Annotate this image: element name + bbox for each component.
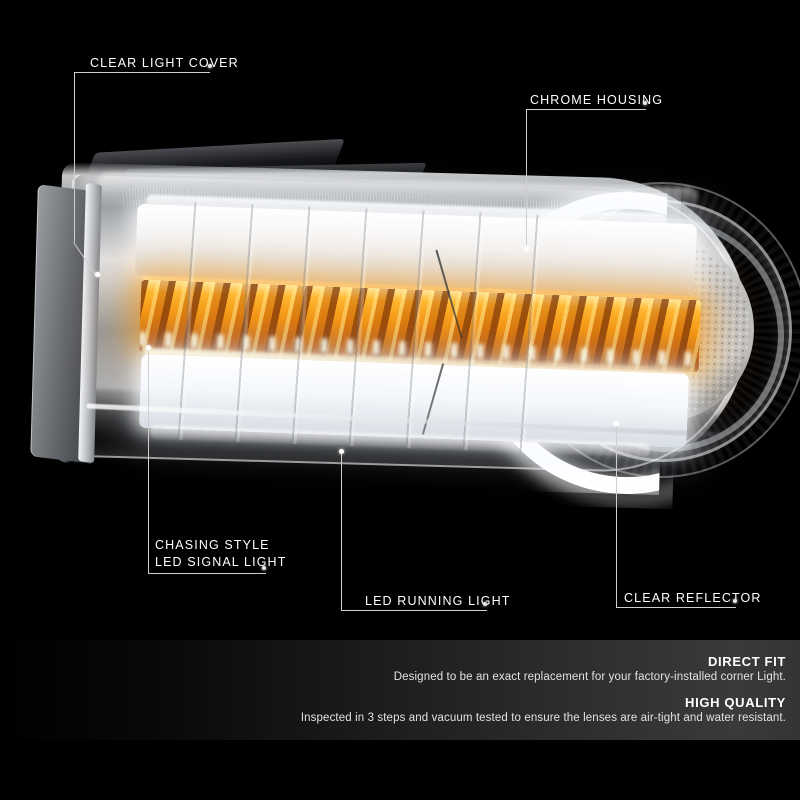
callout-dot-clear-light-cover-target	[95, 272, 100, 277]
callout-dot-led-running-light-target	[339, 449, 344, 454]
callout-dot-chrome-housing-label	[643, 101, 647, 105]
callout-label-clear-light-cover: CLEAR LIGHT COVER	[90, 56, 239, 70]
callout-leader-led-running-light-h	[341, 610, 487, 611]
callout-dot-clear-reflector-target	[614, 421, 619, 426]
feature-heading-direct-fit: DIRECT FIT	[708, 654, 786, 669]
feature-description-direct-fit: Designed to be an exact replacement for …	[393, 671, 786, 683]
feature-description-high-quality: Inspected in 3 steps and vacuum tested t…	[300, 712, 786, 724]
callout-dot-clear-light-cover-label	[208, 64, 212, 68]
callout-leader-clear-reflector-h	[616, 607, 736, 608]
callout-label-clear-reflector: CLEAR REFLECTOR	[624, 591, 762, 605]
callout-dot-led-running-light-label	[483, 602, 487, 606]
callout-dot-chrome-housing-target	[524, 246, 529, 251]
callout-leader-clear-light-cover-h	[74, 72, 210, 73]
callout-label-led-running-light: LED RUNNING LIGHT	[365, 594, 511, 608]
callout-leader-chasing-signal-h	[148, 573, 266, 574]
callout-leader-chrome-housing-h	[526, 109, 646, 110]
callout-leader-clear-reflector-v	[616, 424, 617, 608]
callout-dot-chasing-signal-label	[262, 566, 266, 570]
corner-light-assembly	[28, 138, 800, 526]
callout-leader-clear-light-cover-v	[74, 72, 75, 242]
callout-dot-clear-reflector-label	[733, 599, 737, 603]
callout-dot-chasing-signal-target	[146, 345, 151, 350]
feature-banner-text: DIRECT FIT Designed to be an exact repla…	[301, 654, 786, 724]
feature-banner: DIRECT FIT Designed to be an exact repla…	[0, 640, 800, 740]
callout-label-chasing-signal: CHASING STYLE LED SIGNAL LIGHT	[155, 538, 287, 569]
feature-spacer	[301, 683, 786, 695]
callout-leader-led-running-light-v	[341, 452, 342, 611]
callout-leader-chrome-housing-v	[526, 109, 527, 249]
callout-leader-chasing-signal-v	[148, 348, 149, 574]
feature-heading-high-quality: HIGH QUALITY	[685, 695, 786, 710]
